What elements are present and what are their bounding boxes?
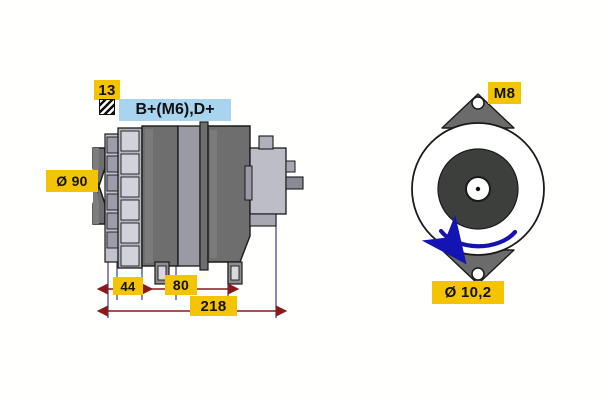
callout-terminal-label: B+(M6),D+ xyxy=(119,99,231,121)
callout-terminal-number: 13 xyxy=(94,80,120,100)
regulator-housing xyxy=(244,135,304,227)
rotation-direction-arrow xyxy=(421,214,518,265)
callout-mounting-thread: M8 xyxy=(488,82,521,104)
callout-dimension-80: 80 xyxy=(165,275,197,295)
callout-dimension-44: 44 xyxy=(113,277,143,295)
mounting-bore-bottom xyxy=(471,267,485,281)
shaft-spacer-stack xyxy=(104,127,143,269)
drive-end-housing xyxy=(141,125,179,267)
shaft-center-point xyxy=(475,186,481,192)
callout-pulley-diameter: Ø 90 xyxy=(46,170,98,192)
mounting-bore-top xyxy=(471,96,485,110)
hatched-flag-icon xyxy=(99,99,115,115)
stator-body xyxy=(177,121,209,271)
callout-bore-diameter: Ø 10,2 xyxy=(432,281,504,304)
slip-ring-end-housing xyxy=(207,125,251,263)
callout-dimension-218: 218 xyxy=(190,296,237,316)
